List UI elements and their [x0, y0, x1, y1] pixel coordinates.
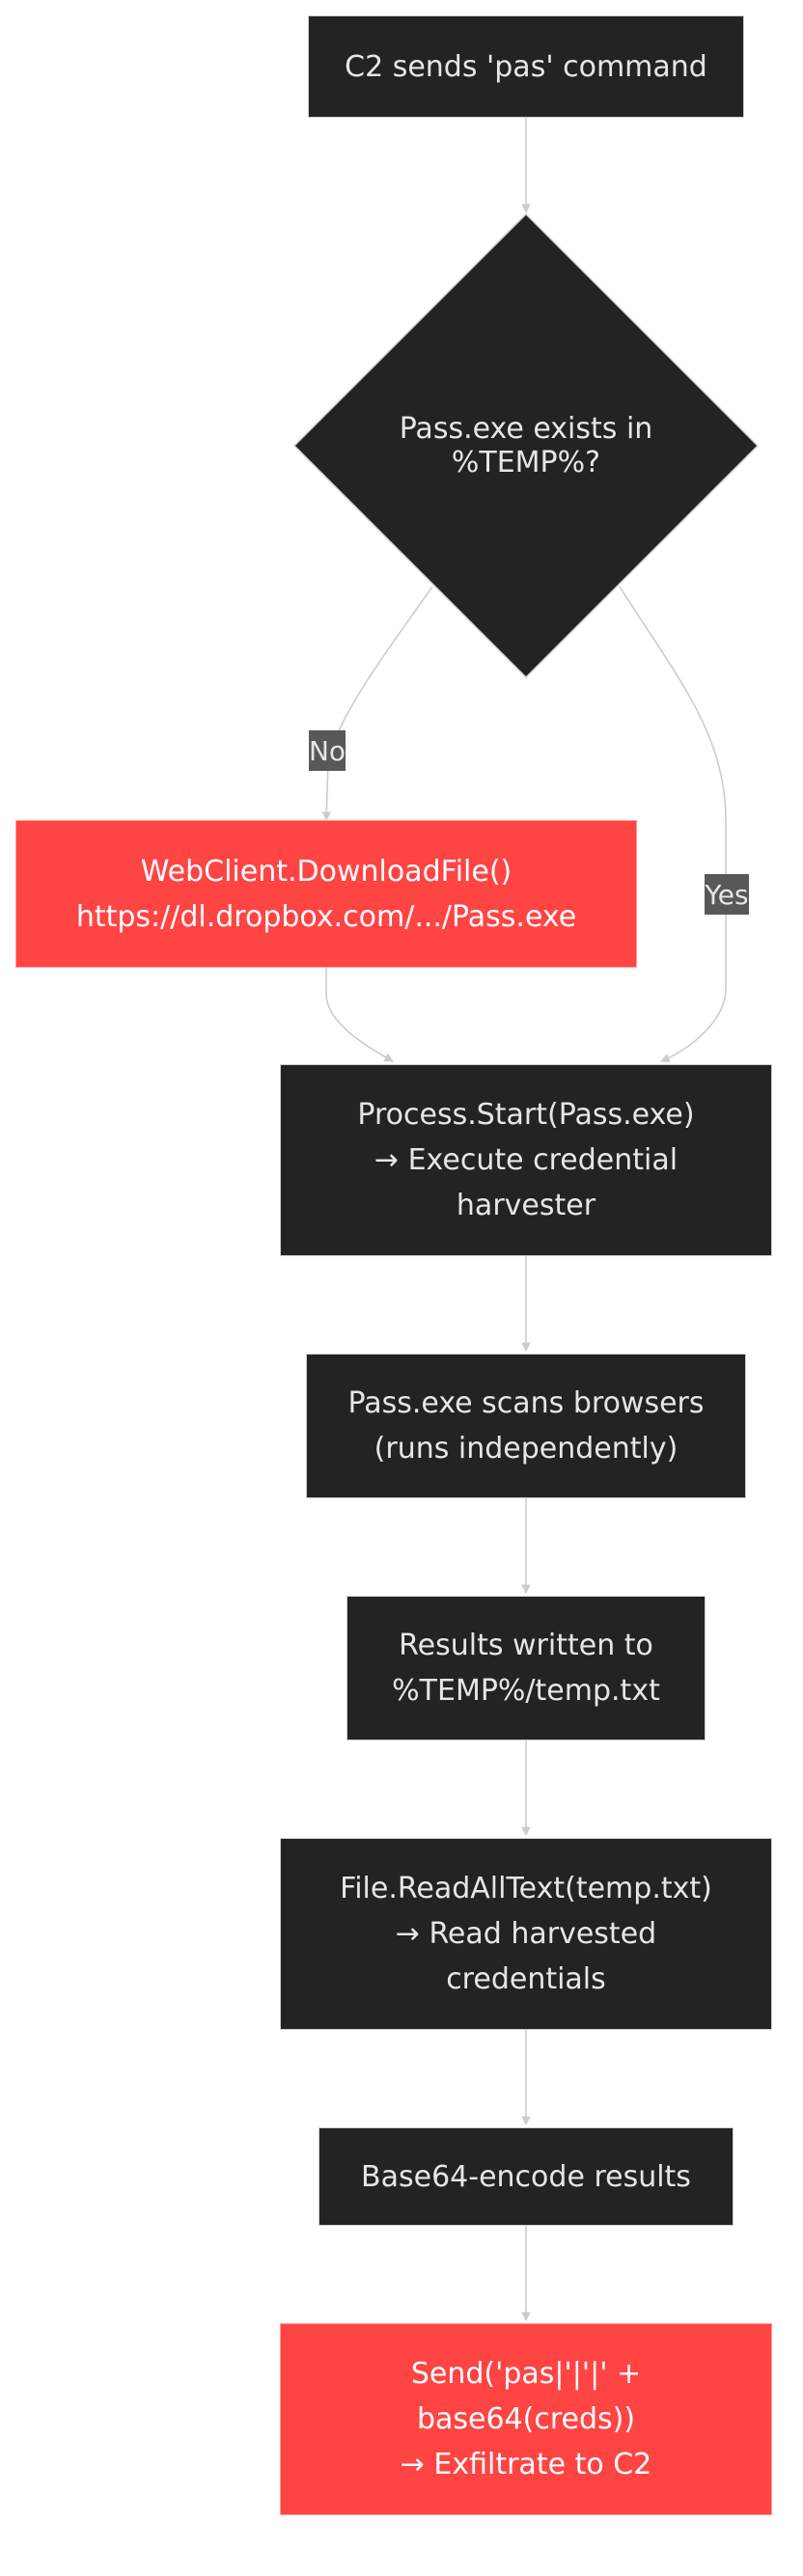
- node-base64-encode: Base64-encode results: [318, 2127, 734, 2226]
- node-scan-browsers: Pass.exe scans browsers (runs independen…: [306, 1354, 746, 1498]
- edge-decision-no: [321, 586, 433, 821]
- edge-label-yes-text: Yes: [705, 878, 749, 911]
- node-send-exfiltrate: Send('pas|'|'|' + base64(creds)) → Exfil…: [280, 2323, 772, 2515]
- node-process-start: Process.Start(Pass.exe) → Execute creden…: [280, 1064, 772, 1256]
- node-label-line: → Execute credential: [374, 1143, 678, 1177]
- node-label-line: Send('pas|'|'|' +: [410, 2357, 642, 2391]
- node-label-line: Pass.exe scans browsers: [347, 1386, 705, 1420]
- edge-label-no-text: No: [308, 734, 346, 767]
- node-read-all-text: File.ReadAllText(temp.txt) → Read harves…: [280, 1838, 772, 2030]
- node-label-line: Results written to: [399, 1629, 653, 1662]
- node-label-line: credentials: [446, 1962, 606, 1996]
- decision-label: Pass.exe exists in %TEMP%?: [399, 412, 653, 480]
- node-label-line: File.ReadAllText(temp.txt): [340, 1872, 712, 1905]
- node-label-line: → Read harvested: [395, 1917, 657, 1951]
- node-decision-pass-exists: Pass.exe exists in %TEMP%?: [333, 412, 719, 480]
- node-label-line: %TEMP%/temp.txt: [392, 1674, 660, 1708]
- node-label-line: harvester: [456, 1189, 596, 1222]
- decision-diamond: [292, 212, 760, 679]
- edge-download-to-process: [325, 968, 394, 1062]
- node-label-line: (runs independently): [374, 1432, 678, 1466]
- node-webclient-download: WebClient.DownloadFile() https://dl.drop…: [15, 820, 637, 968]
- node-label-line: https://dl.dropbox.com/.../Pass.exe: [75, 899, 577, 934]
- node-label-line: WebClient.DownloadFile(): [140, 854, 512, 889]
- node-label-line: → Exfiltrate to C2: [400, 2448, 652, 2481]
- node-results-written: Results written to %TEMP%/temp.txt: [346, 1596, 706, 1740]
- edge-label-yes: Yes: [705, 874, 749, 915]
- edge-decision-yes: [619, 586, 727, 1063]
- node-label-line: base64(creds)): [416, 2402, 636, 2436]
- node-c2-sends-command: C2 sends 'pas' command: [308, 15, 744, 118]
- node-label-line: Base64-encode results: [361, 2159, 691, 2194]
- edge-label-no: No: [309, 730, 346, 771]
- node-label-line: Process.Start(Pass.exe): [357, 1098, 695, 1132]
- node-label-line: C2 sends 'pas' command: [345, 49, 707, 84]
